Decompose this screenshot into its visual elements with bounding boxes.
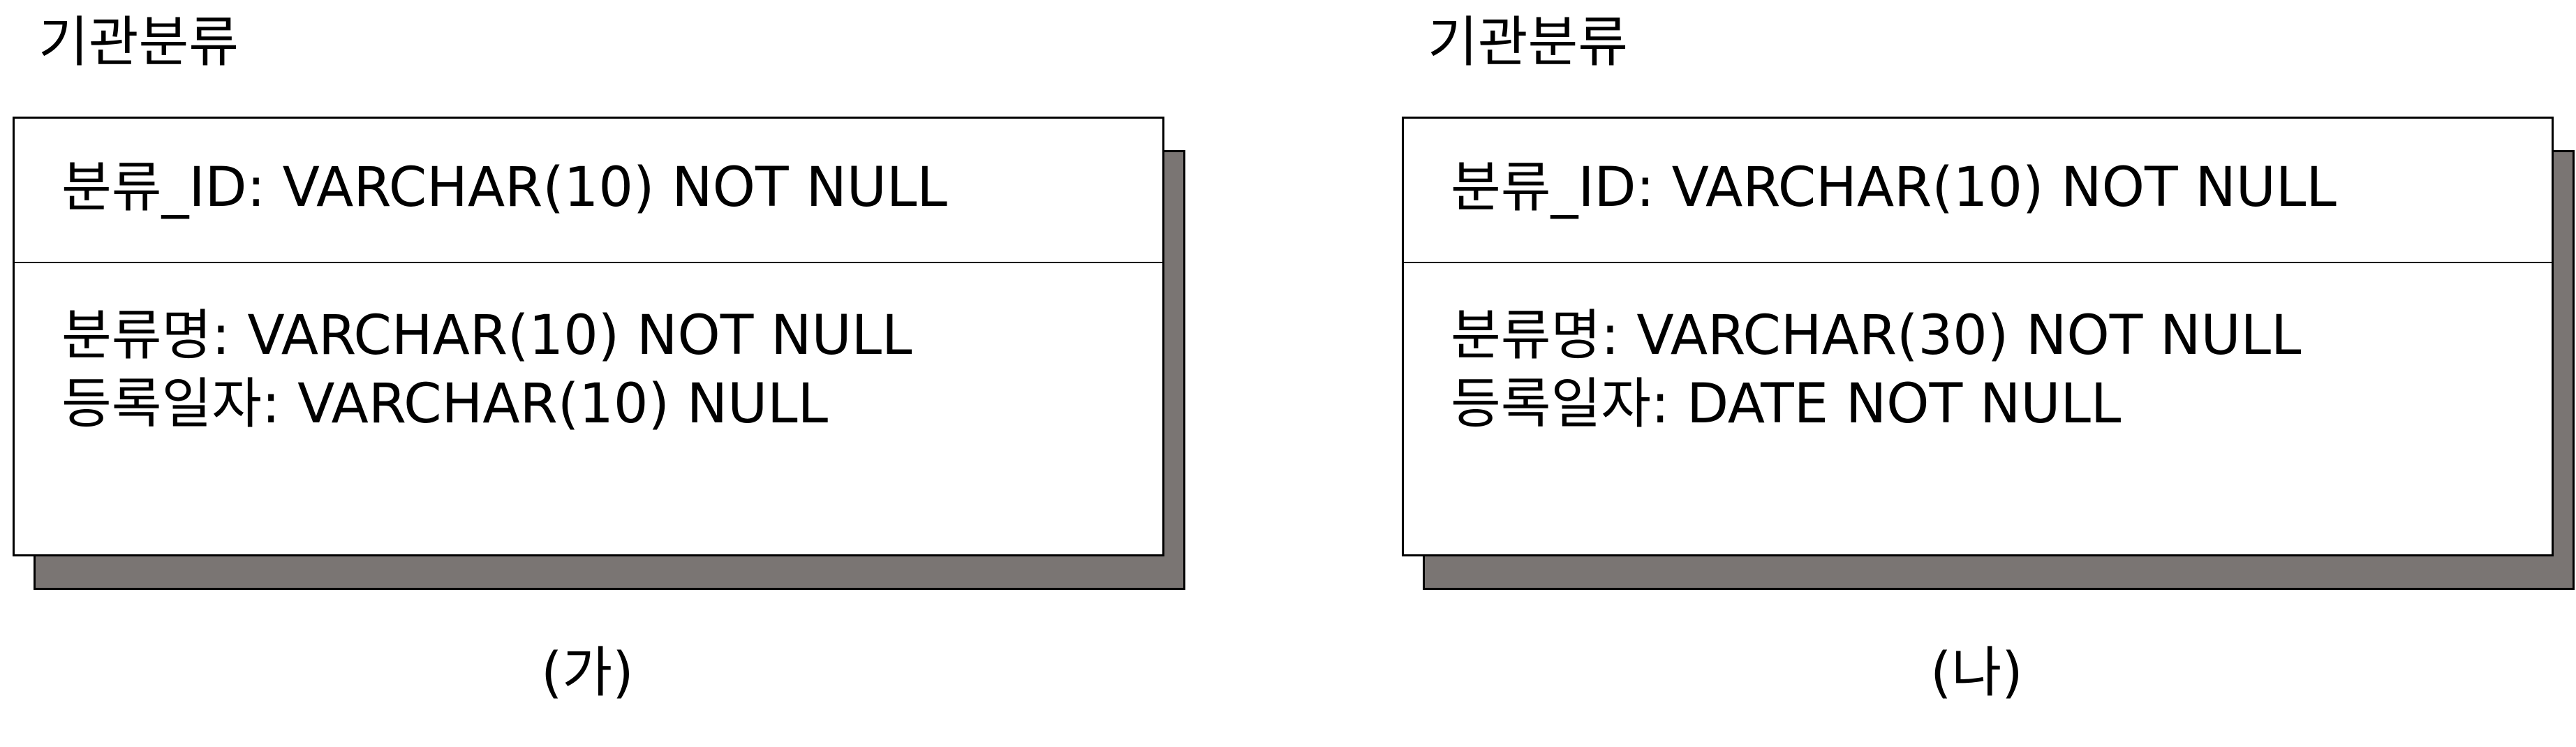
entity-title: 기관분류: [1428, 11, 1629, 74]
attribute-section: 분류명: VARCHAR(30) NOT NULL 등록일자: DATE NOT…: [1451, 302, 2302, 438]
diagram-caption-na: (나): [1930, 642, 2023, 704]
entity-diagram-ga: 기관분류 분류_ID: VARCHAR(10) NOT NULL 분류명: VA…: [0, 0, 1187, 698]
attribute-section: 분류명: VARCHAR(10) NOT NULL 등록일자: VARCHAR(…: [61, 302, 912, 438]
primary-key-section: 분류_ID: VARCHAR(10) NOT NULL: [15, 119, 1162, 263]
diagram-caption-ga: (가): [541, 642, 634, 704]
attribute-line: 등록일자: VARCHAR(10) NULL: [61, 373, 829, 436]
primary-key-attribute: 분류_ID: VARCHAR(10) NOT NULL: [1451, 156, 2337, 219]
entity-title: 기관분류: [38, 11, 239, 74]
attribute-line: 분류명: VARCHAR(10) NOT NULL: [61, 304, 912, 367]
entity-box: 분류_ID: VARCHAR(10) NOT NULL 분류명: VARCHAR…: [13, 117, 1164, 556]
attribute-line: 분류명: VARCHAR(30) NOT NULL: [1451, 304, 2302, 367]
entity-diagram-na: 기관분류 분류_ID: VARCHAR(10) NOT NULL 분류명: VA…: [1389, 0, 2576, 698]
entity-box: 분류_ID: VARCHAR(10) NOT NULL 분류명: VARCHAR…: [1402, 117, 2554, 556]
primary-key-attribute: 분류_ID: VARCHAR(10) NOT NULL: [61, 156, 947, 219]
attribute-line: 등록일자: DATE NOT NULL: [1451, 373, 2122, 436]
primary-key-section: 분류_ID: VARCHAR(10) NOT NULL: [1404, 119, 2552, 263]
